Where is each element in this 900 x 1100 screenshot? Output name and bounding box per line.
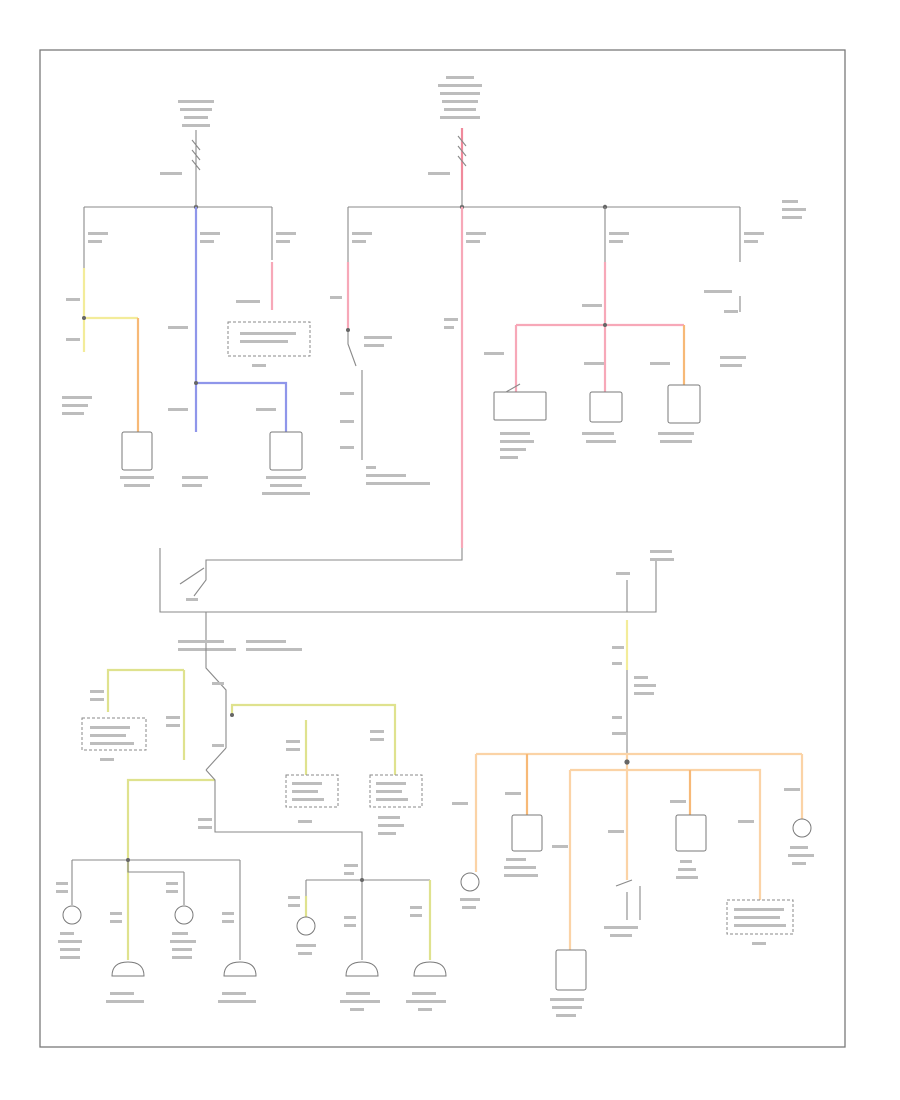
dashed-module-right — [726, 899, 794, 935]
dashed-module-left — [227, 321, 311, 357]
main-switch-lines — [159, 548, 657, 648]
power-source-left — [160, 100, 214, 180]
yellow-green-wire-lower — [126, 778, 215, 960]
lamp-lower-3 — [296, 916, 316, 936]
orange-wire-right-branches — [525, 754, 692, 815]
lamp-socket-3 — [345, 961, 379, 977]
switch-chain — [347, 330, 363, 460]
lamp-socket-2 — [223, 961, 257, 977]
dashed-module-mid-2 — [369, 774, 423, 808]
fuse-branch-3 — [271, 207, 296, 260]
pink-wire-distribution — [514, 262, 684, 392]
yellow-wire-left — [82, 268, 138, 352]
component-right-1 — [493, 391, 547, 421]
yellow-green-wire-right — [230, 703, 397, 775]
lower-center-bus — [305, 879, 430, 960]
lamp-socket-1 — [111, 961, 145, 977]
lamp-socket-4 — [413, 961, 447, 977]
component-right-3 — [667, 384, 701, 424]
diagram-frame — [39, 49, 846, 1048]
component-right-4 — [511, 814, 543, 852]
lamp-right-2 — [792, 818, 812, 838]
yellow-green-wire-upper — [106, 668, 186, 760]
lower-left-bus — [71, 859, 241, 960]
power-source-center — [428, 76, 482, 190]
component-left-1 — [121, 431, 153, 471]
lamp-lower-2 — [174, 905, 194, 925]
lamp-right-1 — [460, 872, 480, 892]
component-right-6 — [675, 814, 707, 852]
lamp-lower-1 — [62, 905, 82, 925]
blue-wire — [194, 207, 288, 432]
component-left-2 — [269, 431, 303, 471]
component-right-2 — [589, 391, 623, 423]
component-right-5 — [555, 949, 587, 991]
yellow-green-wire-bottom — [304, 880, 432, 960]
orange-bus-right — [474, 752, 804, 950]
fuse-branch-1 — [83, 207, 108, 310]
dashed-module-lower-left — [81, 717, 147, 751]
splice-orange-bus — [624, 759, 630, 765]
fuse-branch-2 — [200, 232, 220, 243]
dashed-module-mid-1 — [285, 774, 339, 808]
